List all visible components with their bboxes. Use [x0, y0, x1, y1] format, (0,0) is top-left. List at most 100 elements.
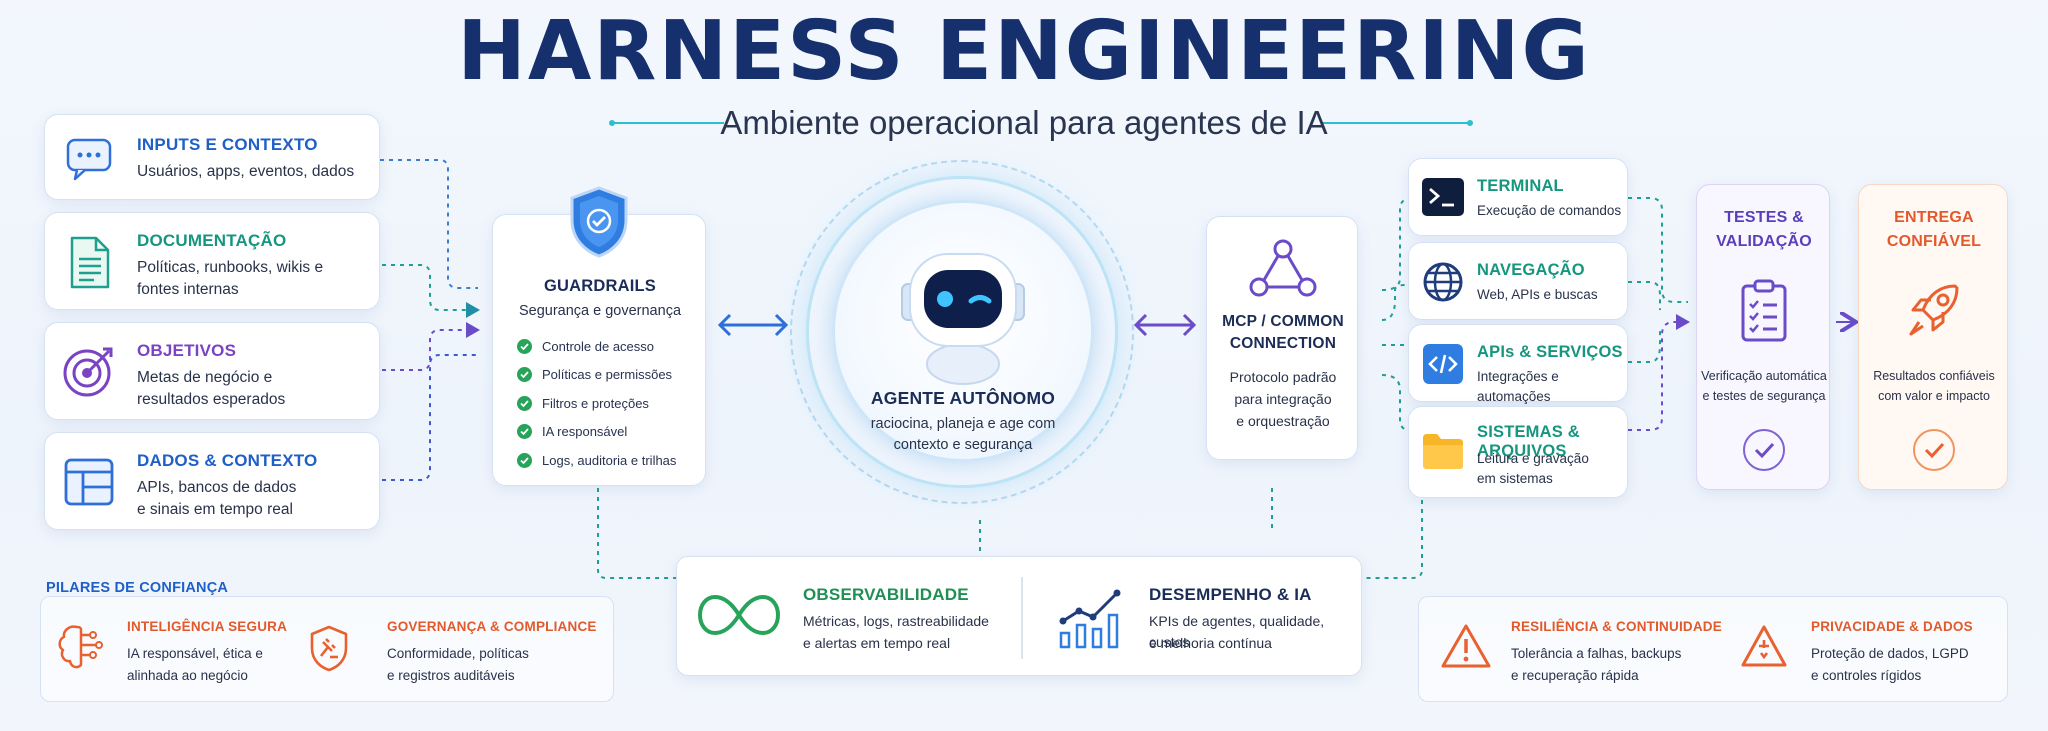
agent-glow-ring	[790, 160, 1134, 504]
terminal-icon	[1421, 177, 1465, 217]
guardrails-title: GUARDRAILS	[544, 277, 656, 295]
pilares-box: INTELIGÊNCIA SEGURA IA responsável, étic…	[40, 596, 614, 702]
clipboard-checklist-icon	[1737, 277, 1791, 345]
guardrails-list: Controle de acesso Políticas e permissõe…	[517, 332, 676, 475]
robot-icon	[888, 236, 1038, 386]
resil-title: RESILIÊNCIA & CONTINUIDADE	[1511, 619, 1722, 634]
desemp-title: DESEMPENHO & IA	[1149, 585, 1312, 604]
warning-icon	[1439, 621, 1493, 671]
check-icon	[517, 424, 532, 440]
card-text: e sinais em tempo real	[137, 501, 293, 518]
input-card-documentacao: DOCUMENTAÇÃO Políticas, runbooks, wikis …	[44, 212, 380, 310]
tool-text: Leitura e gravação	[1477, 451, 1589, 466]
agent-title: AGENTE AUTÔNOMO	[870, 388, 1056, 408]
input-card-objetivos: OBJETIVOS Metas de negócio e resultados …	[44, 322, 380, 420]
guardrail-item: Controle de acesso	[517, 332, 676, 361]
card-title: DADOS & CONTEXTO	[137, 451, 318, 470]
check-icon	[517, 395, 532, 411]
tool-title: TERMINAL	[1477, 177, 1564, 195]
card-title: INPUTS E CONTEXTO	[137, 135, 318, 154]
observability-card: OBSERVABILIDADE Métricas, logs, rastreab…	[676, 556, 1362, 676]
card-text: APIs, bancos de dados	[137, 479, 297, 496]
network-icon	[1247, 239, 1319, 299]
testes-text: Verificação automática	[1701, 369, 1827, 383]
resil-text: Proteção de dados, LGPD	[1811, 646, 1969, 661]
mcp-text: Protocolo padrão	[1229, 369, 1337, 385]
observ-text: e alertas em tempo real	[803, 635, 951, 651]
entrega-card: ENTREGA CONFIÁVEL Resultados confiáveis …	[1858, 184, 2008, 490]
check-circle-icon	[1741, 427, 1787, 473]
page-subtitle: Ambiente operacional para agentes de IA	[720, 104, 1328, 141]
entrega-text: Resultados confiáveis	[1873, 369, 1995, 383]
tool-text: em sistemas	[1477, 471, 1553, 486]
check-circle-icon	[1911, 427, 1957, 473]
shield-alert-icon	[1739, 621, 1789, 671]
chat-icon	[63, 133, 115, 185]
tool-text: Integrações e automações	[1477, 369, 1559, 404]
target-icon	[61, 343, 117, 399]
mcp-text: e orquestração	[1236, 413, 1330, 429]
guardrail-item: Logs, auditoria e trilhas	[517, 446, 676, 475]
guardrails-subtitle: Segurança e governança	[518, 303, 682, 319]
input-card-dados: DADOS & CONTEXTO APIs, bancos de dados e…	[44, 432, 380, 530]
shield-icon	[566, 184, 632, 260]
entrega-text: com valor e impacto	[1878, 389, 1990, 403]
resil-text: e controles rígidos	[1811, 668, 1922, 683]
pilar-text: IA responsável, ética e	[127, 646, 263, 661]
resil-text: Tolerância a falhas, backups	[1511, 646, 1682, 661]
pilar-text: alinhada ao negócio	[127, 668, 248, 683]
tool-text: Execução de comandos	[1477, 203, 1622, 218]
entrega-title: CONFIÁVEL	[1886, 233, 1982, 250]
guardrail-item: Filtros e proteções	[517, 389, 676, 418]
document-icon	[63, 235, 115, 291]
mcp-card: MCP / COMMON CONNECTION Protocolo padrão…	[1206, 216, 1358, 460]
pilar-text: Conformidade, políticas	[387, 646, 529, 661]
mcp-title: MCP / COMMON	[1222, 313, 1344, 330]
guardrail-item: Políticas e permissões	[517, 361, 676, 390]
guardrail-item: IA responsável	[517, 418, 676, 447]
tool-title: NAVEGAÇÃO	[1477, 261, 1585, 279]
observ-title: OBSERVABILIDADE	[803, 585, 969, 604]
page-title: HARNESS ENGINEERING	[457, 4, 1591, 99]
check-icon	[517, 367, 532, 383]
infinity-icon	[697, 587, 781, 643]
tool-card-apis: APIs & SERVIÇOS Integrações e automações	[1408, 324, 1628, 404]
input-card-inputs: INPUTS E CONTEXTO Usuários, apps, evento…	[44, 114, 380, 200]
desemp-text: KPIs de agentes, qualidade, custos	[1149, 613, 1325, 650]
tool-card-sistemas: SISTEMAS & ARQUIVOS Leitura e gravação e…	[1408, 406, 1628, 498]
divider	[1021, 577, 1023, 659]
code-icon	[1421, 342, 1465, 386]
card-title: DOCUMENTAÇÃO	[137, 231, 287, 250]
shield-gavel-icon	[307, 623, 351, 673]
bar-chart-icon	[1059, 585, 1125, 649]
pilar-title: INTELIGÊNCIA SEGURA	[127, 619, 288, 634]
card-text: fontes internas	[137, 281, 239, 298]
tool-card-navegacao: NAVEGAÇÃO Web, APIs e buscas	[1408, 242, 1628, 320]
desemp-text: e melhoria contínua	[1149, 635, 1272, 651]
mcp-text: para integração	[1234, 391, 1332, 407]
tool-card-terminal: TERMINAL Execução de comandos	[1408, 158, 1628, 236]
check-icon	[517, 452, 532, 468]
observ-text: Métricas, logs, rastreabilidade	[803, 613, 989, 629]
tool-title: SISTEMAS & ARQUIVOS	[1477, 423, 1580, 460]
card-text: Políticas, runbooks, wikis e	[137, 259, 324, 276]
globe-icon	[1421, 260, 1465, 304]
tool-text: Web, APIs e buscas	[1477, 287, 1598, 302]
folder-icon	[1421, 429, 1465, 473]
card-text: Metas de negócio e	[137, 369, 273, 386]
testes-title: VALIDAÇÃO	[1716, 233, 1812, 250]
brain-icon	[55, 621, 103, 673]
card-text: Usuários, apps, eventos, dados	[137, 163, 355, 180]
agent-text: raciocina, planeja e age com	[870, 416, 1056, 432]
testes-text: e testes de segurança	[1702, 389, 1826, 403]
pilar-text: e registros auditáveis	[387, 668, 515, 683]
resil-title: PRIVACIDADE & DADOS	[1811, 619, 1973, 634]
resil-text: e recuperação rápida	[1511, 668, 1639, 683]
pilar-title: GOVERNANÇA & COMPLIANCE	[387, 619, 597, 634]
card-title: OBJETIVOS	[137, 341, 237, 360]
rocket-icon	[1905, 279, 1963, 341]
dashboard-icon	[61, 455, 117, 509]
agent-outer-ring	[806, 176, 1118, 488]
tool-title: APIs & SERVIÇOS	[1477, 343, 1623, 361]
entrega-title: ENTREGA	[1894, 209, 1974, 226]
